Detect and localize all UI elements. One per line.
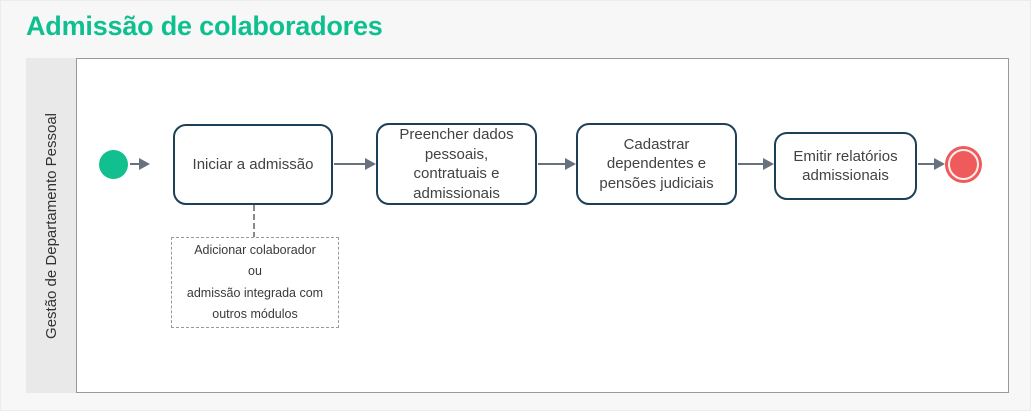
sequence-flow-arrow [738, 163, 763, 165]
task-preencher-dados[interactable]: Preencher dados pessoais, contratuais e … [376, 123, 537, 205]
sequence-flow-arrow [334, 163, 365, 165]
end-event-circle[interactable] [945, 146, 982, 183]
page-title: Admissão de colaboradores [26, 11, 383, 41]
swimlane-label: Gestão de Departamento Pessoal [42, 112, 60, 339]
task-label: Emitir relatórios admissionais [793, 147, 898, 185]
task-emitir-relatorios[interactable]: Emitir relatórios admissionais [774, 132, 917, 200]
swimlane-label-strip: Gestão de Departamento Pessoal [26, 58, 76, 393]
task-iniciar-admissao[interactable]: Iniciar a admissão [173, 124, 333, 205]
sequence-flow-arrow [130, 163, 139, 165]
start-event-circle[interactable] [99, 150, 128, 179]
pool-body [76, 58, 1009, 393]
annotation-note[interactable]: Adicionar colaborador ou admissão integr… [171, 237, 339, 328]
annotation-association-line [253, 205, 255, 238]
task-label: Iniciar a admissão [192, 155, 314, 173]
sequence-flow-arrow [538, 163, 565, 165]
task-label: Preencher dados pessoais, contratuais e … [399, 126, 514, 202]
task-cadastrar-dependentes[interactable]: Cadastrar dependentes e pensões judiciai… [576, 123, 737, 205]
sequence-flow-arrow [918, 163, 934, 165]
task-label: Cadastrar dependentes e pensões judiciai… [599, 135, 714, 192]
